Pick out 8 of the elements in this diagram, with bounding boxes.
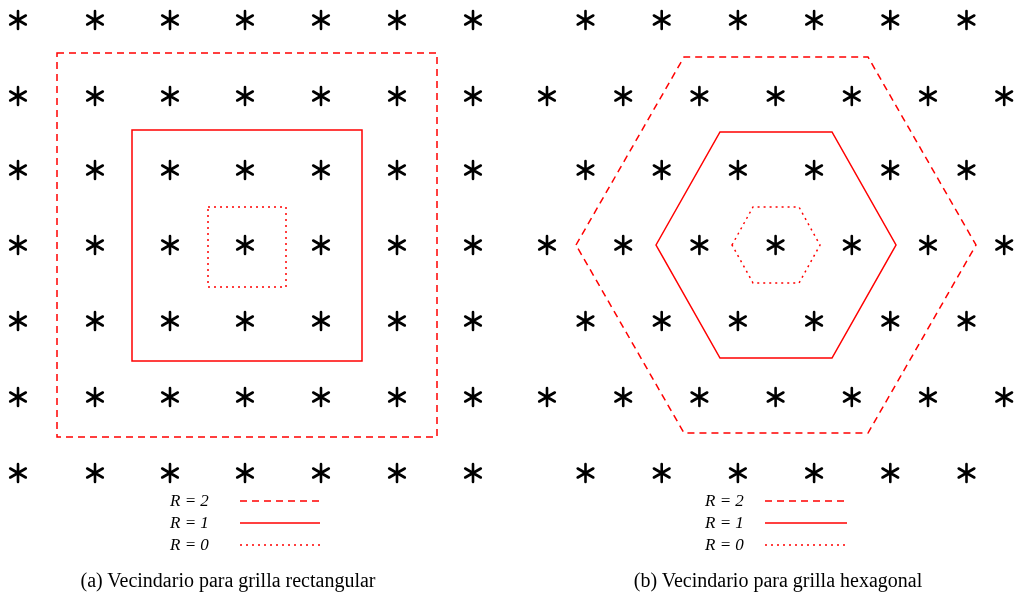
caption: (a) Vecindario para grilla rectangular — [80, 570, 376, 590]
legend-label: R = 1 — [170, 514, 209, 531]
legend-label: R = 2 — [705, 492, 744, 509]
legend-label: R = 0 — [705, 536, 744, 553]
caption: (b) Vecindario para grilla hexagonal — [633, 570, 923, 590]
legend-label: R = 1 — [705, 514, 744, 531]
legend-label: R = 2 — [170, 492, 209, 509]
legend-label: R = 0 — [170, 536, 209, 553]
